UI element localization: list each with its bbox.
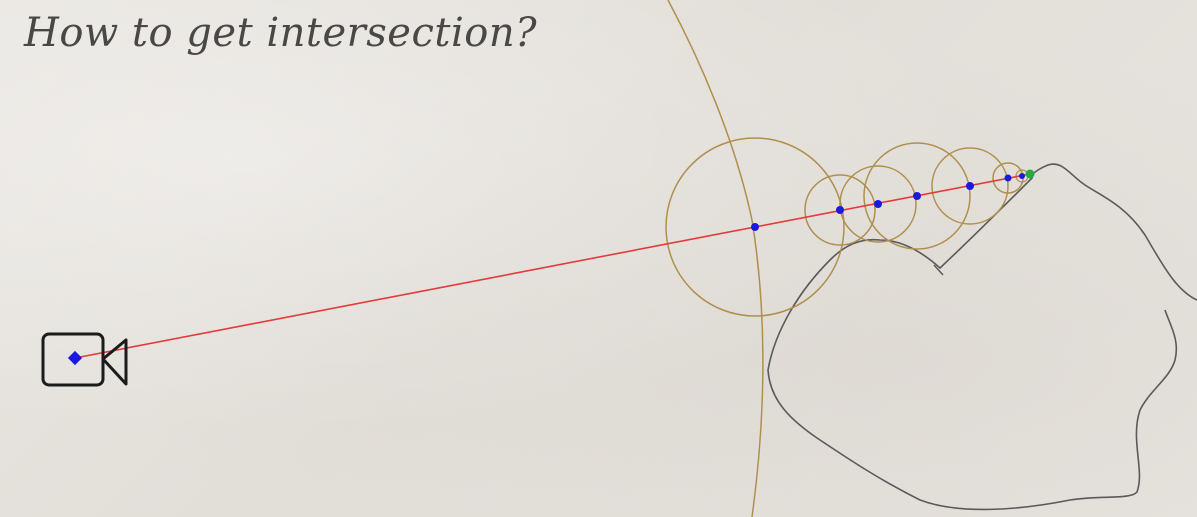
surface-tick	[933, 264, 944, 276]
sample-point-1	[751, 223, 759, 231]
distance-circle-5	[931, 147, 1009, 225]
object-surface-curve	[767, 163, 1197, 511]
distance-circle-4	[863, 142, 971, 250]
intersection-point	[1025, 169, 1035, 179]
sample-point-3	[874, 200, 882, 208]
sample-point-4	[913, 192, 921, 200]
sample-point-2	[836, 206, 844, 214]
camera-origin-point	[67, 350, 83, 366]
distance-circle-1	[665, 137, 845, 317]
sample-point-6	[1004, 174, 1012, 182]
camera-ray	[74, 173, 1031, 359]
sample-point-7	[1019, 173, 1025, 179]
distance-circle-2	[804, 174, 876, 246]
distance-circle-3	[839, 165, 917, 243]
page-title: How to get intersection?	[24, 10, 538, 56]
video-camera-icon	[41, 332, 128, 387]
large-distance-arc	[667, 0, 764, 517]
sample-point-5	[966, 182, 974, 190]
